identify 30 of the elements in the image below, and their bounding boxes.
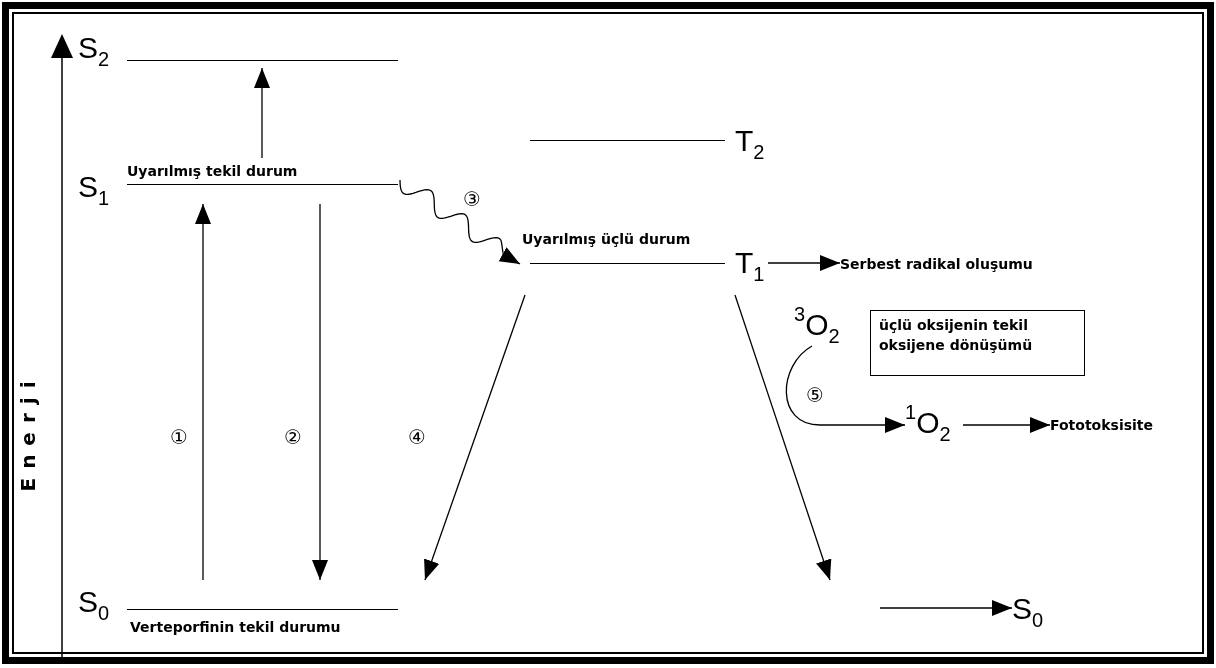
step-number: ② [284,426,302,448]
state-label: Fototoksisite [1050,416,1153,434]
arrow [734,294,832,581]
state-symbol: $^{1}$O$_{2}$ [905,406,951,440]
state-label: Serbest radikal oluşumu [840,255,1033,273]
arrow [767,255,841,271]
step-number: ③ [463,188,481,210]
state-symbol: S$_{2}$ [78,31,110,65]
note-box: üçlü oksijenin tekil oksijene dönüşümü [870,310,1085,376]
arrow [195,203,211,581]
state-symbol: S$_{0}$ [78,585,110,619]
state-symbol: T$_{1}$ [735,246,765,280]
arrow [785,345,906,433]
arrow [424,294,526,581]
state-symbol: $^{3}$O$_{2}$ [794,308,840,342]
state-symbol: S$_{0}$ [1012,592,1044,626]
state-label: Verteporfinin tekil durumu [130,618,341,636]
state-symbol: S$_{1}$ [78,170,110,204]
step-number: ① [170,426,188,448]
step-number: ⑤ [806,384,824,406]
axis-label: Enerji [16,371,40,494]
step-number: ④ [408,426,426,448]
state-symbol: T$_{2}$ [735,124,765,158]
state-label: Uyarılmış tekil durum [127,162,298,180]
wavy-arrow [399,179,521,265]
state-label: Uyarılmış üçlü durum [522,230,691,248]
arrow [312,203,328,581]
arrow [962,417,1051,433]
arrow [879,600,1013,616]
arrow [254,67,270,159]
